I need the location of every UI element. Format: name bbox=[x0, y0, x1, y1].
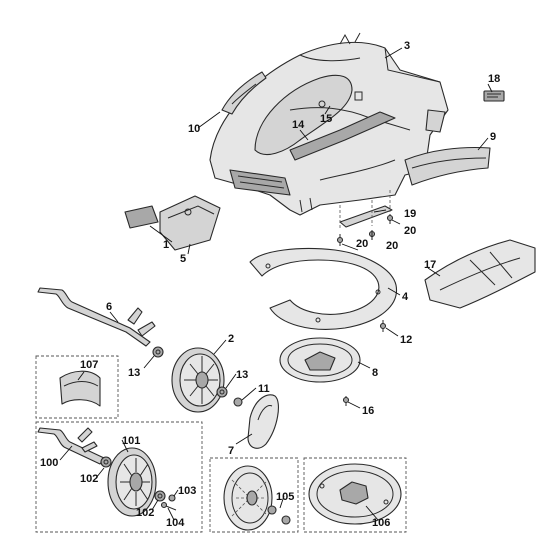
callout-102b: 102 bbox=[136, 507, 154, 519]
part-18-badge bbox=[483, 90, 505, 102]
callout-9: 9 bbox=[490, 131, 496, 143]
callout-100: 100 bbox=[40, 457, 58, 469]
part-17-grassbag-frame bbox=[424, 239, 536, 309]
callout-16: 16 bbox=[362, 405, 374, 417]
callout-18: 18 bbox=[488, 73, 500, 85]
part-10-trim bbox=[221, 71, 267, 115]
callout-3: 3 bbox=[404, 40, 410, 52]
part-106-plate bbox=[308, 463, 402, 525]
spacer-13b bbox=[216, 386, 228, 398]
part-8-plate bbox=[279, 337, 361, 383]
leader-lines bbox=[59, 47, 493, 521]
part-101-wheel bbox=[107, 447, 157, 517]
callout-13b: 13 bbox=[236, 369, 248, 381]
part-19-bracket bbox=[339, 205, 393, 228]
nuts-105 bbox=[267, 505, 291, 525]
callout-105: 105 bbox=[276, 491, 294, 503]
part-105-wheel bbox=[223, 465, 273, 531]
spacer-102a bbox=[100, 456, 112, 468]
callout-11: 11 bbox=[258, 383, 270, 395]
part-104-screw bbox=[160, 501, 177, 511]
callout-13a: 13 bbox=[128, 367, 140, 379]
part-1-plate bbox=[124, 205, 159, 229]
callout-20a: 20 bbox=[404, 225, 416, 237]
deck-housing bbox=[209, 32, 449, 216]
callout-104: 104 bbox=[166, 517, 185, 529]
callout-4: 4 bbox=[402, 291, 409, 303]
part-103-washer bbox=[168, 494, 176, 502]
option-box-105 bbox=[209, 457, 299, 533]
option-box-106 bbox=[303, 457, 407, 533]
part-5-cover bbox=[159, 195, 221, 251]
part-107-grip bbox=[59, 370, 101, 407]
spacer-13a bbox=[152, 346, 164, 358]
callout-12: 12 bbox=[400, 334, 412, 346]
callout-17: 17 bbox=[424, 259, 436, 271]
screw-12 bbox=[379, 320, 387, 332]
callout-6: 6 bbox=[106, 301, 112, 313]
callout-15: 15 bbox=[320, 113, 332, 125]
screw-16 bbox=[342, 396, 350, 406]
callout-2: 2 bbox=[228, 333, 234, 345]
spacer-102b bbox=[154, 490, 166, 502]
callout-20b: 20 bbox=[356, 238, 368, 250]
part-9-trim bbox=[404, 146, 491, 186]
callout-101: 101 bbox=[122, 435, 140, 447]
callout-103: 103 bbox=[178, 485, 196, 497]
part-100-axle bbox=[37, 427, 105, 465]
option-box-107 bbox=[35, 355, 119, 419]
callout-8: 8 bbox=[372, 367, 378, 379]
callout-106: 106 bbox=[372, 517, 390, 529]
callout-14: 14 bbox=[292, 119, 305, 131]
callout-7: 7 bbox=[228, 445, 234, 457]
callout-19: 19 bbox=[404, 208, 416, 220]
callout-labels: 1 2 3 4 5 6 7 8 9 10 11 12 13 13 14 15 1… bbox=[40, 40, 500, 529]
option-box-100-104 bbox=[35, 421, 203, 533]
callout-102a: 102 bbox=[80, 473, 98, 485]
part-6-axle bbox=[37, 287, 156, 347]
callout-10: 10 bbox=[188, 123, 200, 135]
callout-20c: 20 bbox=[386, 240, 398, 252]
part-7-hubcap bbox=[247, 394, 279, 449]
part-4-baffle bbox=[249, 248, 398, 330]
part-2-wheel bbox=[171, 347, 225, 413]
nut-11 bbox=[233, 397, 243, 407]
callout-1: 1 bbox=[163, 239, 169, 251]
callout-107: 107 bbox=[80, 359, 98, 371]
callout-5: 5 bbox=[180, 253, 186, 265]
